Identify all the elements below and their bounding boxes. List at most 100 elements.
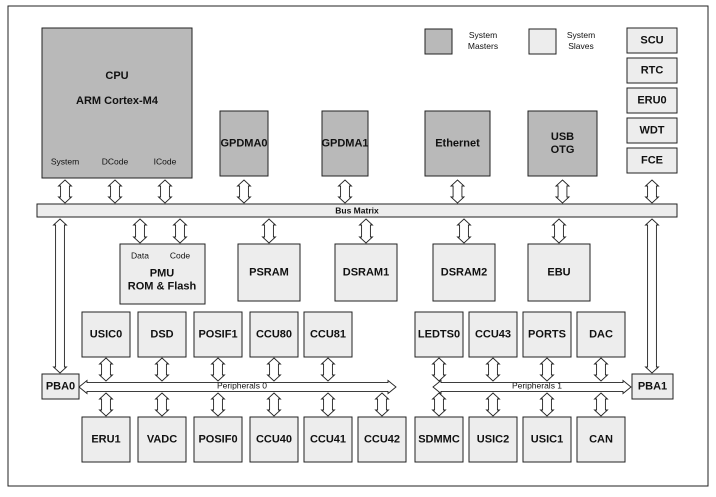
- peripheral-ccu41-label: CCU41: [310, 433, 346, 445]
- peripheral-ccu81: CCU81: [303, 311, 353, 358]
- memory-arrow-dsram1: [358, 218, 374, 244]
- peripheral-ccu40: CCU40: [249, 416, 299, 463]
- memory-dsram2: DSRAM2: [432, 243, 496, 302]
- legend-master-swatch: [424, 28, 453, 55]
- master-usb-otg-box: [527, 110, 598, 177]
- peripheral-ccu43-box: [468, 311, 518, 358]
- cpu-port-icode: ICode: [154, 156, 177, 166]
- slave-wdt-box: [626, 117, 678, 144]
- bridge-pba0-box: [41, 373, 80, 400]
- peripheral-arrow-usic1: [539, 392, 555, 417]
- pmu-port-code: Code: [170, 250, 191, 260]
- peripheral-usic0-label: USIC0: [90, 328, 122, 340]
- peripheral-ccu40-label: CCU40: [256, 433, 292, 445]
- master-arrow-ethernet: [449, 179, 466, 204]
- bridge-pba0: PBA0: [41, 373, 80, 400]
- slave-fce-box: [626, 147, 678, 174]
- master-gpdma1: GPDMA1: [321, 110, 369, 177]
- peripheral-usic2-box: [468, 416, 518, 463]
- peripheral-dsd-label: DSD: [150, 328, 173, 340]
- master-gpdma1-label: GPDMA1: [321, 137, 368, 149]
- peripheral-posif0-label: POSIF0: [198, 433, 237, 445]
- master-arrow-gpdma0: [236, 179, 252, 204]
- peripheral-ccu43: CCU43: [468, 311, 518, 358]
- master-gpdma0-box: [219, 110, 269, 177]
- peripheral-ccu41: CCU41: [303, 416, 353, 463]
- slave-scu: SCU: [626, 27, 678, 54]
- peripheral-arrow-dsd: [154, 357, 170, 382]
- peripheral-vadc-label: VADC: [147, 433, 177, 445]
- slave-wdt: WDT: [626, 117, 678, 144]
- peripheral-posif1-label: POSIF1: [198, 328, 237, 340]
- peripheral-ledts0: LEDTS0: [414, 311, 464, 358]
- arrow-layer: [52, 179, 660, 417]
- peripheral-dsd: DSD: [137, 311, 187, 358]
- peripheral-ledts0-box: [414, 311, 464, 358]
- slave-eru0-box: [626, 87, 678, 114]
- bus-matrix-label: Bus Matrix: [335, 205, 379, 215]
- slave-rtc-box: [626, 57, 678, 84]
- peripheral-arrow-ccu81: [320, 357, 336, 382]
- peripheral-posif1: POSIF1: [193, 311, 243, 358]
- cpu-port-arrow-2: [107, 179, 123, 204]
- peripheral-sdmmc-label: SDMMC: [418, 433, 460, 445]
- peripheral-arrow-posif0: [210, 392, 226, 417]
- memory-dsram1-label: DSRAM1: [343, 266, 389, 278]
- memory-ebu-box: [527, 243, 591, 302]
- peripheral-arrow-ccu41: [320, 392, 336, 417]
- peripheral-arrow-can: [593, 392, 609, 417]
- memory-arrow-dsram2: [456, 218, 472, 244]
- peripheral-eru1: ERU1: [81, 416, 131, 463]
- cpu-port-arrow-1: [57, 179, 73, 204]
- bridge-pba1-box: [631, 373, 674, 400]
- master-arrow-gpdma1: [337, 179, 353, 204]
- peripheral-arrow-vadc: [154, 392, 170, 417]
- master-usb-otg-label-line-1: USB: [551, 131, 574, 143]
- peripheral-ccu80-box: [249, 311, 299, 358]
- cpu-title: CPU: [105, 70, 128, 82]
- memory-arrow-ebu: [551, 218, 567, 244]
- peripheral-arrow-usic2: [485, 392, 501, 417]
- peripheral-can-label: CAN: [589, 433, 613, 445]
- peripheral-arrow-ports: [539, 357, 555, 382]
- peripheral-arrow-ccu40: [266, 392, 282, 417]
- peripheral-usic1-box: [522, 416, 572, 463]
- pba1-bus-arrow: [644, 218, 660, 374]
- legend-masters-label-line-1: System: [469, 30, 497, 40]
- slave-fce: FCE: [626, 147, 678, 174]
- legend-masters-label-line-2: Masters: [468, 41, 498, 51]
- peripheral-eru1-box: [81, 416, 131, 463]
- peripheral-sdmmc-box: [414, 416, 464, 463]
- peripheral-ccu40-box: [249, 416, 299, 463]
- peripheral-arrow-ccu43: [485, 357, 501, 382]
- memory-psram: PSRAM: [237, 243, 301, 302]
- pba0-bus-arrow: [52, 218, 68, 374]
- peripheral-arrow-ccu42: [374, 392, 390, 417]
- memory-dsram1: DSRAM1: [334, 243, 398, 302]
- master-usb-otg-label-line-2: OTG: [551, 144, 575, 156]
- peripherals-0-label: Peripherals 0: [217, 380, 267, 390]
- peripheral-usic1-label: USIC1: [531, 433, 563, 445]
- pmu-data-arrow: [132, 218, 148, 244]
- peripheral-usic0-box: [81, 311, 131, 358]
- memory-ebu-label: EBU: [547, 266, 570, 278]
- master-arrow-usb-otg: [554, 179, 571, 204]
- peripheral-dac: DAC: [576, 311, 626, 358]
- peripheral-ccu81-label: CCU81: [310, 328, 346, 340]
- peripheral-ccu42: CCU42: [357, 416, 407, 463]
- peripheral-arrow-dac: [593, 357, 609, 382]
- peripheral-posif0-box: [193, 416, 243, 463]
- pmu-port-data: Data: [131, 250, 149, 260]
- memory-psram-label: PSRAM: [249, 266, 289, 278]
- peripheral-ccu42-label: CCU42: [364, 433, 400, 445]
- peripheral-ports-box: [522, 311, 572, 358]
- peripheral-ccu42-box: [357, 416, 407, 463]
- master-gpdma0: GPDMA0: [219, 110, 269, 177]
- peripheral-can: CAN: [576, 416, 626, 463]
- peripheral-ccu41-box: [303, 416, 353, 463]
- peripheral-arrow-ledts0: [431, 357, 447, 382]
- master-ethernet: Ethernet: [424, 110, 491, 177]
